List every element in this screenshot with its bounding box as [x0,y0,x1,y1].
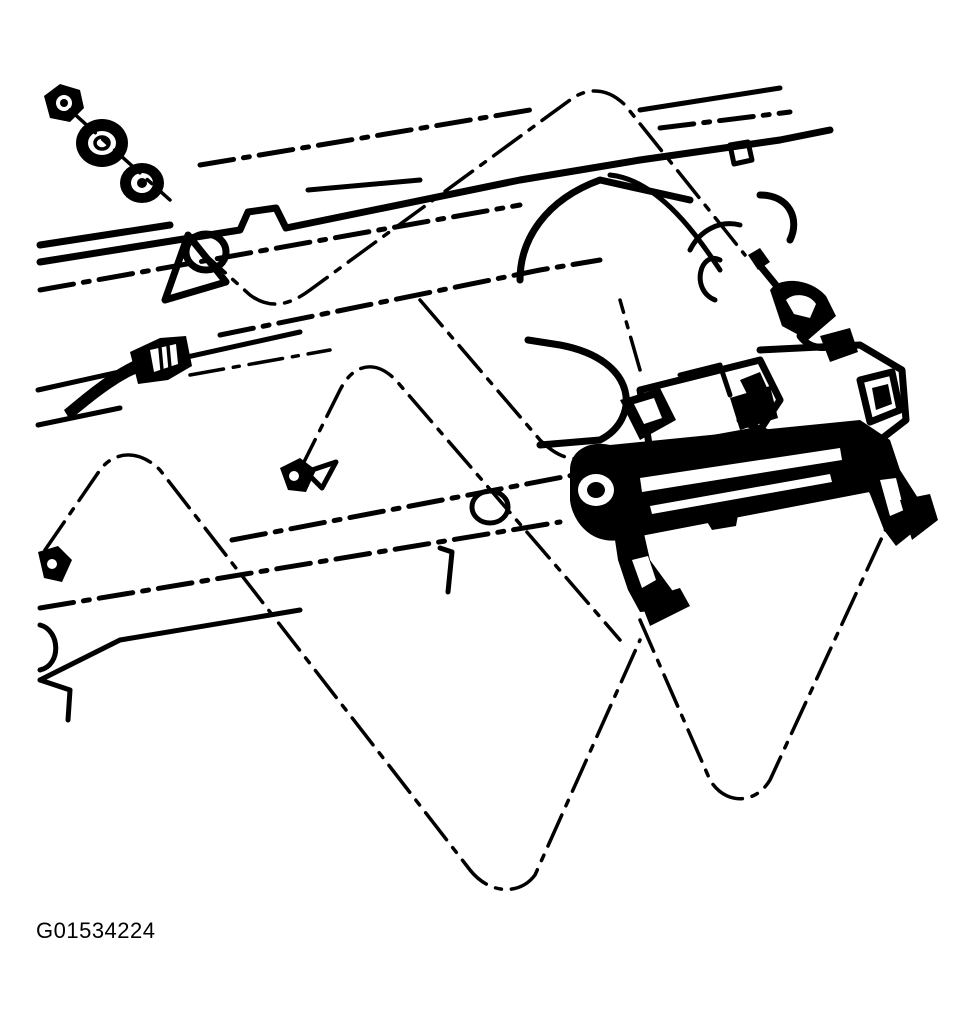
retainer-clip-icon [38,546,72,582]
electrical-connector-icon [64,336,192,420]
wiper-motor-icon [620,248,910,454]
grommet-icon [120,163,164,203]
routing-guide-lines [43,89,892,892]
figure-id-label: G01534224 [36,918,156,943]
retainer-clip-icon [280,458,339,492]
washer-icon [76,119,128,167]
wiper-transmission-linkage-icon [570,420,938,626]
